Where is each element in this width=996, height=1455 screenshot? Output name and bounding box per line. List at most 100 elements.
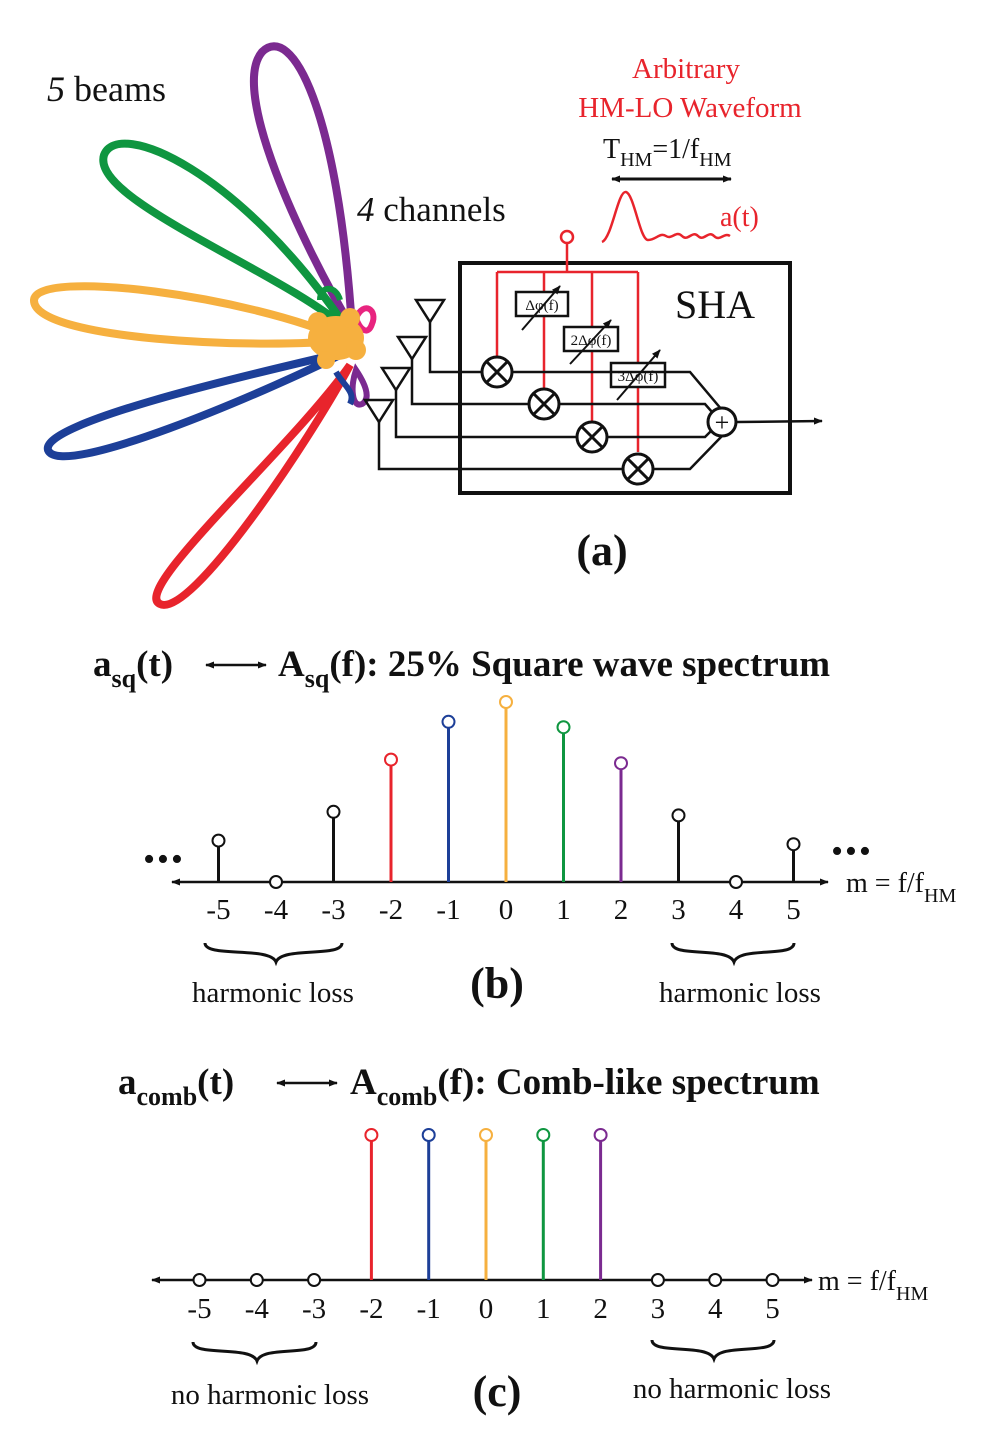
tick-label-c-0: 0: [479, 1293, 494, 1325]
tick-label-b-1: 1: [556, 894, 571, 926]
tick-label-c--4: -4: [245, 1293, 270, 1325]
panel-b: asq(t) Asq(f): 25% Square wave spectrum …: [93, 644, 956, 1009]
phase-shifter-1: Δφ(f): [514, 285, 570, 331]
tick-label-c--3: -3: [302, 1293, 326, 1325]
mixer-2: [527, 387, 561, 421]
panel-c-brace-right: [650, 1339, 776, 1364]
stem-marker-b--2: [384, 752, 398, 767]
tick-label-c--1: -1: [417, 1293, 441, 1325]
stem-marker-c--4: [249, 1273, 264, 1287]
stem-marker-b--1: [441, 714, 456, 729]
antenna-2: [395, 335, 429, 375]
stem-marker-b--4: [269, 875, 283, 889]
waveform-title-line1: Arbitrary: [632, 53, 740, 85]
stem-marker-b-3: [671, 808, 686, 823]
mixer-4: [621, 452, 655, 486]
panel-b-brace-right: [670, 942, 796, 967]
tick-label-b--2: -2: [379, 894, 403, 926]
tick-label-b-0: 0: [499, 894, 514, 926]
rf-paths: [377, 340, 823, 471]
tick-label-c-4: 4: [708, 1293, 723, 1325]
svg-text:Δφ(f): Δφ(f): [525, 298, 558, 314]
mixer-3: [575, 420, 609, 454]
waveform-title-line2: HM-LO Waveform: [578, 92, 802, 124]
tick-label-c--2: -2: [359, 1293, 383, 1325]
mixer-1: [480, 355, 514, 389]
stem-marker-c--2: [364, 1128, 379, 1142]
channels-count: 4: [357, 190, 375, 229]
panel-b-loss-right: harmonic loss: [659, 977, 821, 1009]
tick-label-b-2: 2: [614, 894, 629, 926]
antenna-array: [362, 298, 447, 440]
beam-5: [152, 362, 354, 609]
stem-marker-c-0: [479, 1128, 493, 1142]
beams-label: 5 beams: [47, 69, 166, 109]
beams-count: 5: [47, 69, 65, 109]
stem-marker-c-4: [708, 1273, 723, 1287]
stem-marker-b-2: [614, 756, 628, 771]
beam-4: [44, 348, 348, 461]
lo-input-port: [559, 229, 575, 245]
beam-1: [249, 42, 356, 331]
stem-marker-b--5: [211, 833, 226, 848]
stem-marker-b-4: [729, 875, 743, 889]
signal-label: a(t): [720, 202, 759, 233]
beam-hub: [308, 308, 366, 369]
panel-c-loss-right: no harmonic loss: [633, 1373, 831, 1405]
stem-marker-b-1: [556, 720, 571, 735]
panel-b-label: (b): [470, 959, 524, 1008]
tick-label-b-4: 4: [729, 894, 744, 926]
stem-marker-b--3: [326, 804, 341, 819]
panel-b-brace-left: [203, 942, 344, 967]
stem-marker-c-1: [536, 1128, 551, 1142]
panel-b-loss-left: harmonic loss: [192, 977, 354, 1009]
tick-label-b--3: -3: [321, 894, 345, 926]
panel-a: 5 beams 4 channels Arbitrary HM-LO Wavef…: [29, 42, 823, 609]
waveform-pulse: [601, 190, 731, 244]
stem-marker-c-2: [593, 1128, 608, 1142]
stem-marker-c-5: [765, 1273, 780, 1287]
svg-text:+: +: [715, 408, 730, 437]
svg-text:2Δφ(f): 2Δφ(f): [571, 333, 612, 349]
tick-label-b-5: 5: [786, 894, 801, 926]
panel-b-ellipsis-right: •••: [831, 833, 873, 870]
phase-shifter-2: 2Δφ(f): [562, 319, 620, 365]
panel-c-axis-label: m = f/fHM: [818, 1266, 928, 1305]
antenna-1: [413, 298, 447, 340]
panel-c: acomb(t) Acomb(f): Comb-like spectrum m …: [118, 1062, 928, 1416]
panel-b-ellipsis-left: •••: [143, 841, 185, 878]
beam-pattern: [29, 42, 361, 609]
stem-marker-b-5: [786, 837, 801, 852]
tick-label-c-2: 2: [593, 1293, 608, 1325]
panel-c-loss-left: no harmonic loss: [171, 1379, 369, 1411]
summer-node: +: [706, 406, 738, 438]
panel-c-title: acomb(t): [118, 1062, 234, 1111]
panel-b-title-rhs: Asq(f): 25% Square wave spectrum: [278, 644, 830, 693]
stem-marker-c--1: [421, 1128, 436, 1142]
sha-block: [458, 261, 792, 495]
panel-a-label: (a): [576, 526, 627, 575]
tick-label-c-5: 5: [765, 1293, 780, 1325]
tick-label-b--4: -4: [264, 894, 289, 926]
period-label: THM=1/fHM: [603, 134, 732, 171]
tick-label-c-1: 1: [536, 1293, 551, 1325]
panel-c-title-rhs: Acomb(f): Comb-like spectrum: [350, 1062, 820, 1111]
channels-label: 4 channels: [357, 190, 506, 229]
panel-b-title: asq(t): [93, 644, 173, 693]
beams-word: beams: [74, 69, 166, 109]
beam-3: [29, 282, 361, 348]
antenna-4: [362, 398, 396, 440]
antenna-3: [379, 366, 413, 406]
tick-label-b--1: -1: [436, 894, 460, 926]
panel-c-label: (c): [473, 1367, 522, 1416]
tick-label-c-3: 3: [651, 1293, 666, 1325]
beam-2: [99, 139, 352, 334]
channels-word: channels: [383, 190, 505, 229]
side-lobes: [317, 285, 377, 408]
stem-marker-c--3: [307, 1273, 322, 1287]
sha-label: SHA: [675, 282, 755, 327]
panel-b-axis-label: m = f/fHM: [846, 868, 956, 907]
